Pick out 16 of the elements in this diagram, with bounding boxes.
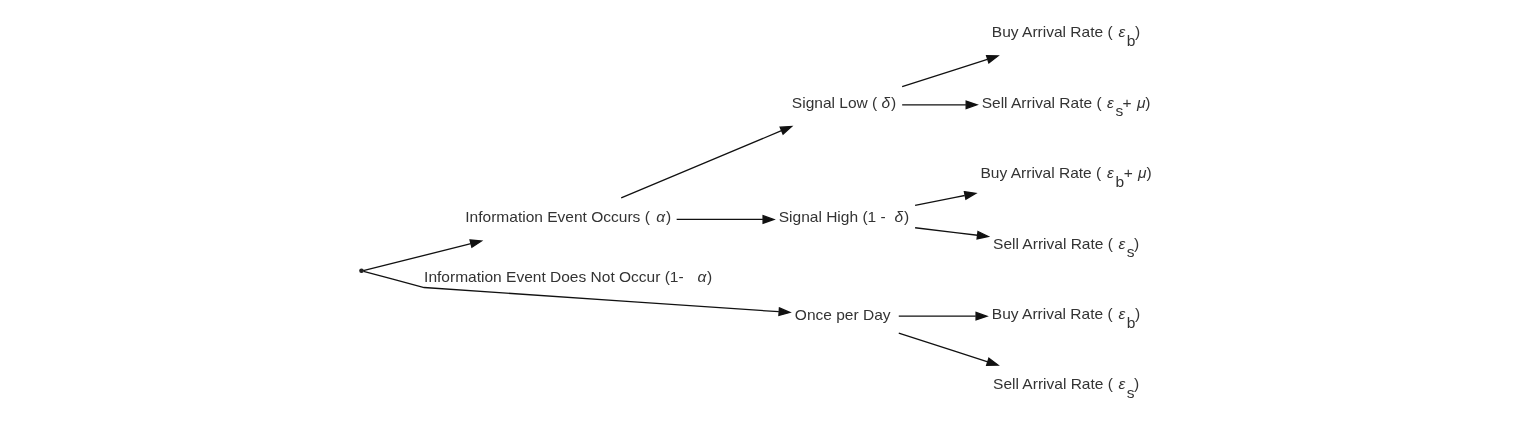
edge-label: Information Event Does Not Occur (1- α) (424, 268, 713, 286)
arrow (914, 190, 978, 207)
arrow (914, 227, 991, 240)
arrow (362, 270, 792, 317)
node-text: Once per Day (794, 306, 891, 324)
node-text: Signal High (1 - δ) (778, 208, 910, 226)
arrow (901, 55, 1000, 88)
arrow (898, 311, 989, 321)
arrow (362, 239, 484, 272)
arrow (620, 125, 794, 199)
node-text: Signal Low (δ) (791, 93, 897, 111)
arrow (898, 332, 1000, 366)
arrow (901, 100, 979, 110)
node-point (359, 268, 364, 274)
node-text: Information Event Occurs (α) (465, 208, 672, 226)
arrow (676, 214, 776, 225)
